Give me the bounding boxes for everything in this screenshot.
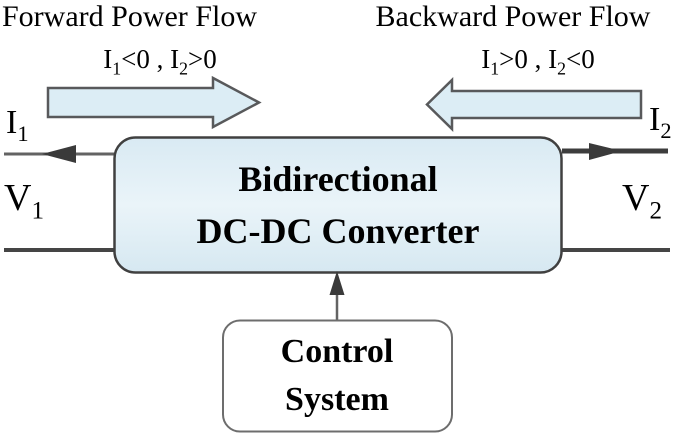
i1-current-arrowhead-icon <box>42 145 76 163</box>
cond-sub: 2 <box>179 58 189 79</box>
port-sub: 2 <box>660 117 672 143</box>
port-base: V <box>4 177 32 219</box>
port-label-v2: V2 <box>622 176 662 224</box>
backward-flow-title: Backward Power Flow <box>375 0 651 33</box>
port-label-i2: I2 <box>649 101 672 142</box>
cond-sub: 2 <box>557 58 567 79</box>
cond-part: >0 , I <box>499 44 558 74</box>
i2-current-arrowhead-icon <box>589 143 622 160</box>
port-base: I <box>649 101 661 138</box>
control-signal-arrowhead-icon <box>329 271 345 295</box>
port-sub: 1 <box>17 120 29 146</box>
cond-part: <0 , I <box>121 44 180 74</box>
backward-current-condition: I1>0 , I2<0 <box>438 44 638 79</box>
port-sub: 1 <box>31 197 44 225</box>
backward-flow-arrow-icon <box>425 77 643 132</box>
control-label-line2: System <box>285 381 389 418</box>
cond-part: I <box>481 44 491 74</box>
port-label-i1: I1 <box>6 104 29 145</box>
cond-sub: 1 <box>112 58 122 79</box>
port-base: I <box>6 104 18 141</box>
converter-label: Bidirectional DC-DC Converter <box>114 137 562 273</box>
forward-current-condition: I1<0 , I2>0 <box>60 44 260 79</box>
converter-block <box>113 136 563 274</box>
cond-sub: 1 <box>490 58 500 79</box>
forward-flow-arrow-icon <box>46 75 262 130</box>
control-label: Control System <box>222 320 452 432</box>
forward-flow-title: Forward Power Flow <box>2 0 257 33</box>
control-block <box>222 319 453 433</box>
converter-label-line1: Bidirectional <box>238 158 438 199</box>
cond-part: >0 <box>188 44 217 74</box>
port-base: V <box>622 177 650 219</box>
port-label-v1: V1 <box>4 176 44 224</box>
converter-label-line2: DC-DC Converter <box>196 211 480 251</box>
control-label-line1: Control <box>280 333 394 371</box>
port-sub: 2 <box>649 197 662 225</box>
cond-part: <0 <box>566 44 595 74</box>
cond-part: I <box>103 44 113 74</box>
